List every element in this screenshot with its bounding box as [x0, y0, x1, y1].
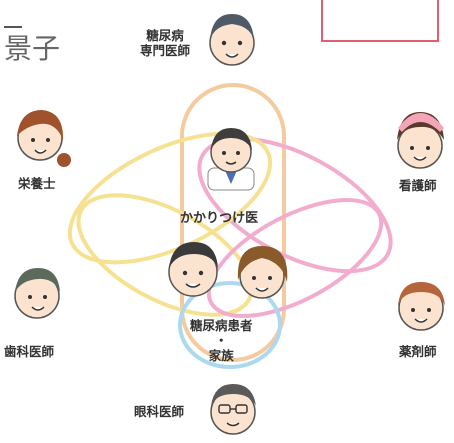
ophthalmologist-label: 眼科医師	[134, 404, 185, 419]
patient-label-dot: ・	[215, 333, 228, 348]
specialist-face-icon	[209, 14, 255, 66]
loop-vertical	[180, 83, 286, 362]
pharmacist-label: 薬剤師	[399, 344, 437, 359]
dentist-label: 歯科医師	[4, 344, 55, 359]
nurse-label: 看護師	[399, 178, 437, 193]
patient-label: 糖尿病患者 ・ 家族	[190, 318, 253, 363]
patient-face-icon	[168, 242, 218, 297]
specialist-label-line1: 糖尿病	[146, 28, 184, 43]
red-frame	[321, 0, 439, 42]
ophthalmologist-face-icon	[210, 384, 256, 435]
pharmacist-face-icon	[398, 282, 445, 331]
patient-label-line1: 糖尿病患者	[190, 318, 253, 333]
dentist-face-icon	[14, 268, 60, 319]
loop-pink-lower	[206, 197, 384, 319]
nurse-face-icon	[397, 112, 444, 169]
patient-label-line2: 家族	[208, 348, 234, 363]
corner-dash	[4, 26, 22, 28]
loop-yellow-lower	[76, 193, 254, 317]
center-label: かかりつけ医	[180, 211, 259, 226]
specialist-label: 糖尿病 専門医師	[140, 28, 190, 58]
nutritionist-face-icon	[17, 110, 71, 167]
nutritionist-label: 栄養士	[18, 176, 56, 191]
corner-title: 景子	[4, 32, 61, 65]
family-doctor-face-icon	[207, 128, 255, 191]
loop-blue	[178, 281, 282, 369]
family-face-icon	[237, 246, 288, 299]
specialist-label-line2: 専門医師	[140, 43, 191, 58]
